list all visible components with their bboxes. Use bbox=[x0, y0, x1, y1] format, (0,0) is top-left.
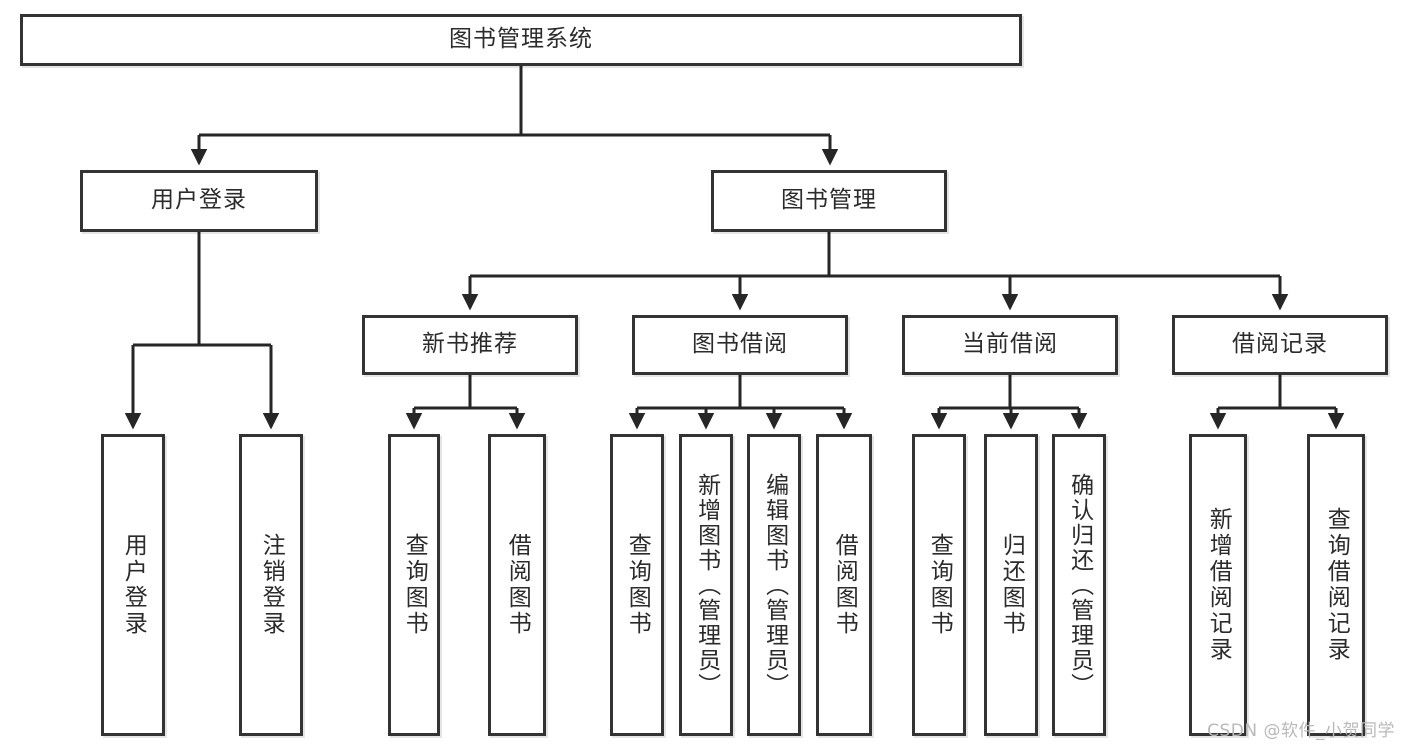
leaf-user-logout-label: 注销登录 bbox=[258, 533, 285, 637]
node-root-label: 图书管理系统 bbox=[449, 26, 593, 53]
leaf-edit-book-admin[interactable]: 编辑图书（管理员） bbox=[747, 434, 801, 736]
node-user-login[interactable]: 用户登录 bbox=[80, 170, 318, 232]
node-new-book-recommend[interactable]: 新书推荐 bbox=[362, 315, 578, 375]
leaf-query-borrow-record[interactable]: 查询借阅记录 bbox=[1307, 434, 1365, 736]
leaf-borrow-book-label: 借阅图书 bbox=[831, 533, 858, 637]
node-current-borrow[interactable]: 当前借阅 bbox=[902, 315, 1118, 375]
leaf-query-book-current-label: 查询图书 bbox=[926, 533, 953, 637]
leaf-query-book-recommend[interactable]: 查询图书 bbox=[388, 434, 440, 736]
leaf-query-borrow-record-label: 查询借阅记录 bbox=[1323, 507, 1350, 663]
leaf-user-login[interactable]: 用户登录 bbox=[101, 434, 165, 736]
node-book-management[interactable]: 图书管理 bbox=[711, 170, 947, 232]
node-user-login-label: 用户登录 bbox=[151, 187, 247, 214]
leaf-borrow-book[interactable]: 借阅图书 bbox=[816, 434, 872, 736]
leaf-return-book[interactable]: 归还图书 bbox=[984, 434, 1038, 736]
leaf-add-borrow-record-label: 新增借阅记录 bbox=[1205, 507, 1232, 663]
node-borrow-record[interactable]: 借阅记录 bbox=[1172, 315, 1388, 375]
watermark-text: CSDN @软件_小贺同学 bbox=[1207, 721, 1395, 741]
leaf-add-book-admin[interactable]: 新增图书（管理员） bbox=[679, 434, 733, 736]
node-book-borrow-label: 图书借阅 bbox=[692, 331, 788, 358]
leaf-borrow-book-recommend-label: 借阅图书 bbox=[504, 533, 531, 637]
leaf-query-book-recommend-label: 查询图书 bbox=[401, 533, 428, 637]
node-borrow-record-label: 借阅记录 bbox=[1232, 331, 1328, 358]
leaf-edit-book-admin-label: 编辑图书（管理员） bbox=[761, 472, 788, 698]
leaf-borrow-book-recommend[interactable]: 借阅图书 bbox=[488, 434, 546, 736]
node-book-management-label: 图书管理 bbox=[781, 187, 877, 214]
node-new-book-recommend-label: 新书推荐 bbox=[422, 331, 518, 358]
leaf-confirm-return-admin[interactable]: 确认归还（管理员） bbox=[1052, 434, 1106, 736]
leaf-user-logout[interactable]: 注销登录 bbox=[239, 434, 303, 736]
leaf-user-login-label: 用户登录 bbox=[120, 533, 147, 637]
leaf-query-book-borrow-label: 查询图书 bbox=[624, 533, 651, 637]
leaf-add-borrow-record[interactable]: 新增借阅记录 bbox=[1189, 434, 1247, 736]
leaf-return-book-label: 归还图书 bbox=[998, 533, 1025, 637]
node-book-borrow[interactable]: 图书借阅 bbox=[632, 315, 848, 375]
leaf-confirm-return-admin-label: 确认归还（管理员） bbox=[1066, 472, 1093, 698]
leaf-query-book-borrow[interactable]: 查询图书 bbox=[610, 434, 664, 736]
leaf-add-book-admin-label: 新增图书（管理员） bbox=[693, 472, 720, 698]
node-root[interactable]: 图书管理系统 bbox=[20, 14, 1022, 66]
node-current-borrow-label: 当前借阅 bbox=[962, 331, 1058, 358]
leaf-query-book-current[interactable]: 查询图书 bbox=[912, 434, 966, 736]
